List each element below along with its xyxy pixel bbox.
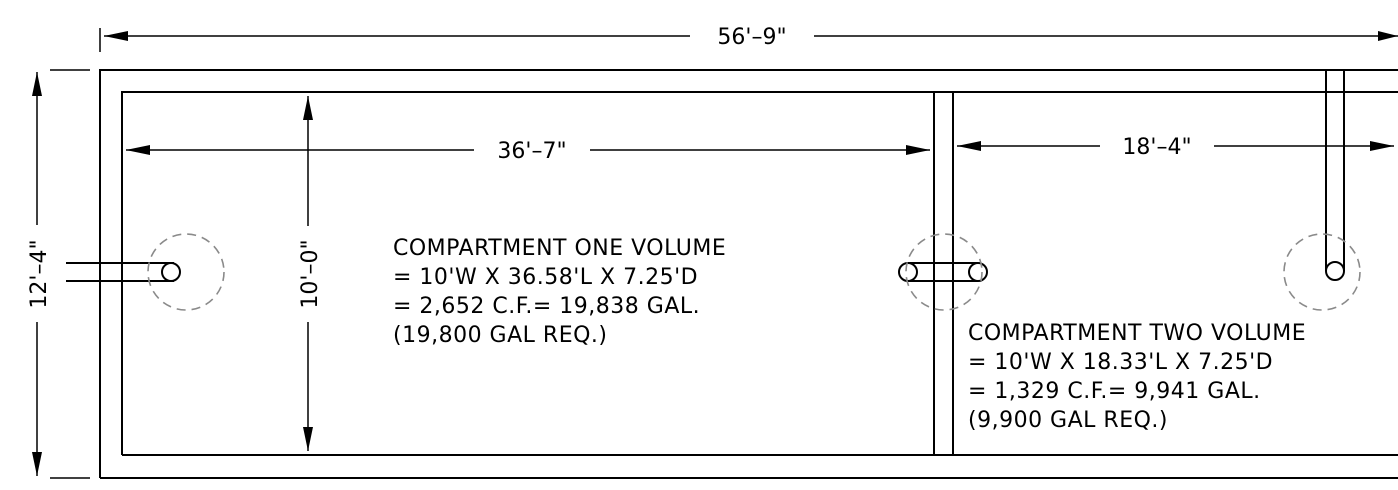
inlet-access-riser xyxy=(147,233,225,311)
compartment-one-length-dimension: 36'–7" xyxy=(126,139,930,164)
compartment-one-dimensions: = 10'W X 36.58'L X 7.25'D xyxy=(393,265,698,290)
mid-access-riser xyxy=(905,233,983,311)
compartment-one-title: COMPARTMENT ONE VOLUME xyxy=(393,236,726,261)
overall-width-dimension: 12'–4" xyxy=(27,69,90,479)
transfer-pipe-inlet-end xyxy=(898,262,918,282)
compartment-two-length-label: 18'–4" xyxy=(1122,135,1191,160)
overall-length-dimension: 56'–9" xyxy=(99,25,1398,52)
inlet-pipe xyxy=(66,233,225,311)
overall-length-label: 56'–9" xyxy=(717,25,786,50)
inner-wall xyxy=(121,91,1398,455)
outlet-pipe-end xyxy=(1325,261,1345,281)
compartment-one-volume: = 2,652 C.F.= 19,838 GAL. xyxy=(393,294,700,319)
transfer-pipe xyxy=(898,233,988,311)
compartment-one-required: (19,800 GAL REQ.) xyxy=(393,323,607,348)
transfer-pipe-outlet-end xyxy=(968,262,988,282)
compartment-two-volume: = 1,329 C.F.= 9,941 GAL. xyxy=(968,379,1261,404)
compartment-two-required: (9,900 GAL REQ.) xyxy=(968,408,1168,433)
inner-width-dimension: 10'–0" xyxy=(298,96,323,451)
inlet-pipe-end xyxy=(161,262,181,282)
outer-wall xyxy=(99,69,1398,478)
compartment-one-length-label: 36'–7" xyxy=(497,139,566,164)
compartment-one-note: COMPARTMENT ONE VOLUME = 10'W X 36.58'L … xyxy=(393,236,726,348)
compartment-two-note: COMPARTMENT TWO VOLUME = 10'W X 18.33'L … xyxy=(968,321,1306,433)
compartment-two-title: COMPARTMENT TWO VOLUME xyxy=(968,321,1306,346)
outlet-pipe xyxy=(1283,70,1361,311)
inner-width-label: 10'–0" xyxy=(298,239,323,308)
overall-width-label: 12'–4" xyxy=(27,239,52,308)
compartment-two-length-dimension: 18'–4" xyxy=(957,135,1394,160)
compartment-two-dimensions: = 10'W X 18.33'L X 7.25'D xyxy=(968,350,1273,375)
outlet-access-riser xyxy=(1283,233,1361,311)
